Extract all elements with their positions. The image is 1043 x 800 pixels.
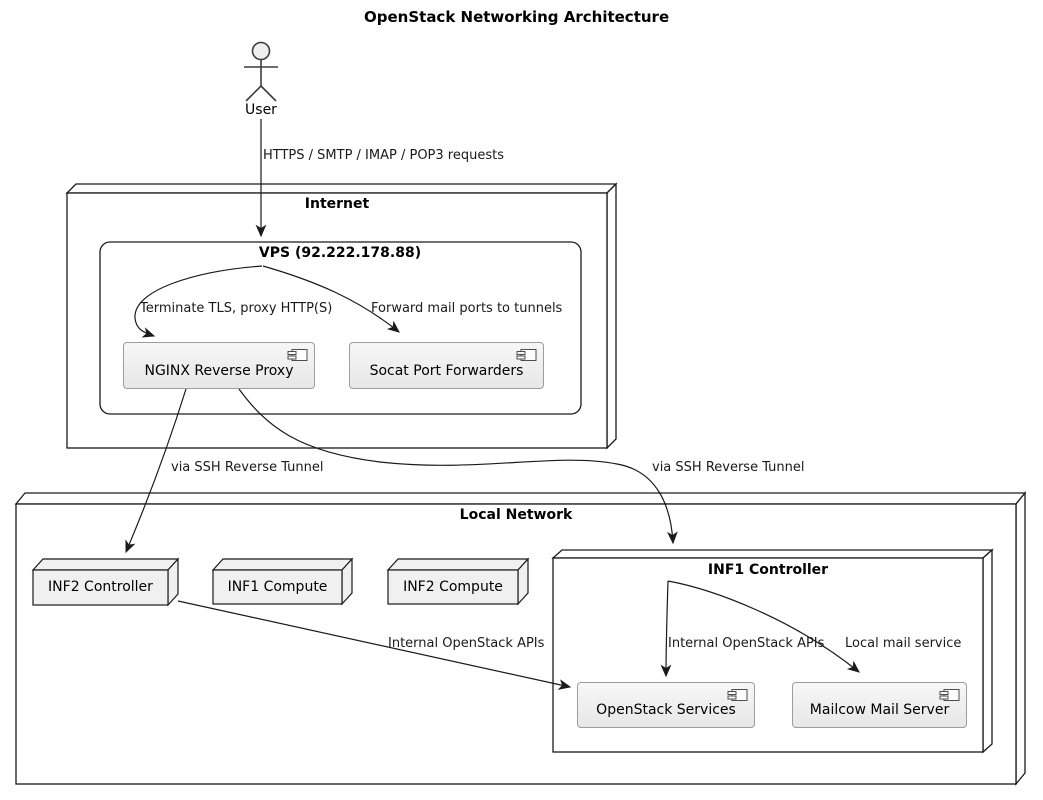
edge-label-local-mail-service: Local mail service xyxy=(845,636,962,651)
openstack-services-label: OpenStack Services xyxy=(596,702,736,718)
inf1-compute-node-label: INF1 Compute xyxy=(227,579,328,595)
nginx-reverse-proxy-component: NGINX Reverse Proxy xyxy=(123,342,315,389)
uml-component-icon xyxy=(287,349,308,361)
edge-inf1-to-openstack xyxy=(660,580,672,678)
edge-label-ssh-tunnel-right: via SSH Reverse Tunnel xyxy=(652,460,805,475)
internet-node-label: Internet xyxy=(304,196,370,212)
mailcow-label: Mailcow Mail Server xyxy=(809,702,950,718)
edge-label-ssh-tunnel-left: via SSH Reverse Tunnel xyxy=(171,460,324,475)
uml-component-icon xyxy=(727,689,748,701)
uml-component-icon xyxy=(939,689,960,701)
edge-label-terminate-tls: Terminate TLS, proxy HTTP(S) xyxy=(140,301,333,316)
socat-label: Socat Port Forwarders xyxy=(369,362,524,379)
user-actor-label: User xyxy=(245,102,277,118)
edge-inf1-to-mailcow xyxy=(667,580,860,673)
openstack-services-component: OpenStack Services xyxy=(577,682,755,728)
edge-vps-to-socat xyxy=(262,265,400,333)
vps-node-label: VPS (92.222.178.88) xyxy=(258,245,422,261)
mailcow-mail-server-component: Mailcow Mail Server xyxy=(792,682,967,728)
user-actor-icon xyxy=(244,41,278,102)
socat-port-forwarders-component: Socat Port Forwarders xyxy=(349,342,544,389)
inf1-controller-node-label: INF1 Controller xyxy=(707,562,829,578)
edge-label-internal-apis-right: Internal OpenStack APIs xyxy=(668,636,825,651)
local-network-node-label: Local Network xyxy=(459,507,573,523)
inf2-compute-node-label: INF2 Compute xyxy=(403,579,503,595)
nginx-label: NGINX Reverse Proxy xyxy=(144,362,294,379)
edge-label-forward-mail-ports: Forward mail ports to tunnels xyxy=(371,301,563,316)
diagram-title: OpenStack Networking Architecture xyxy=(364,8,670,26)
uml-component-icon xyxy=(516,349,537,361)
edge-label-internal-apis-left: Internal OpenStack APIs xyxy=(388,636,545,651)
inf2-controller-node-label: INF2 Controller xyxy=(48,579,153,595)
edge-label-user-requests: HTTPS / SMTP / IMAP / POP3 requests xyxy=(263,148,504,163)
